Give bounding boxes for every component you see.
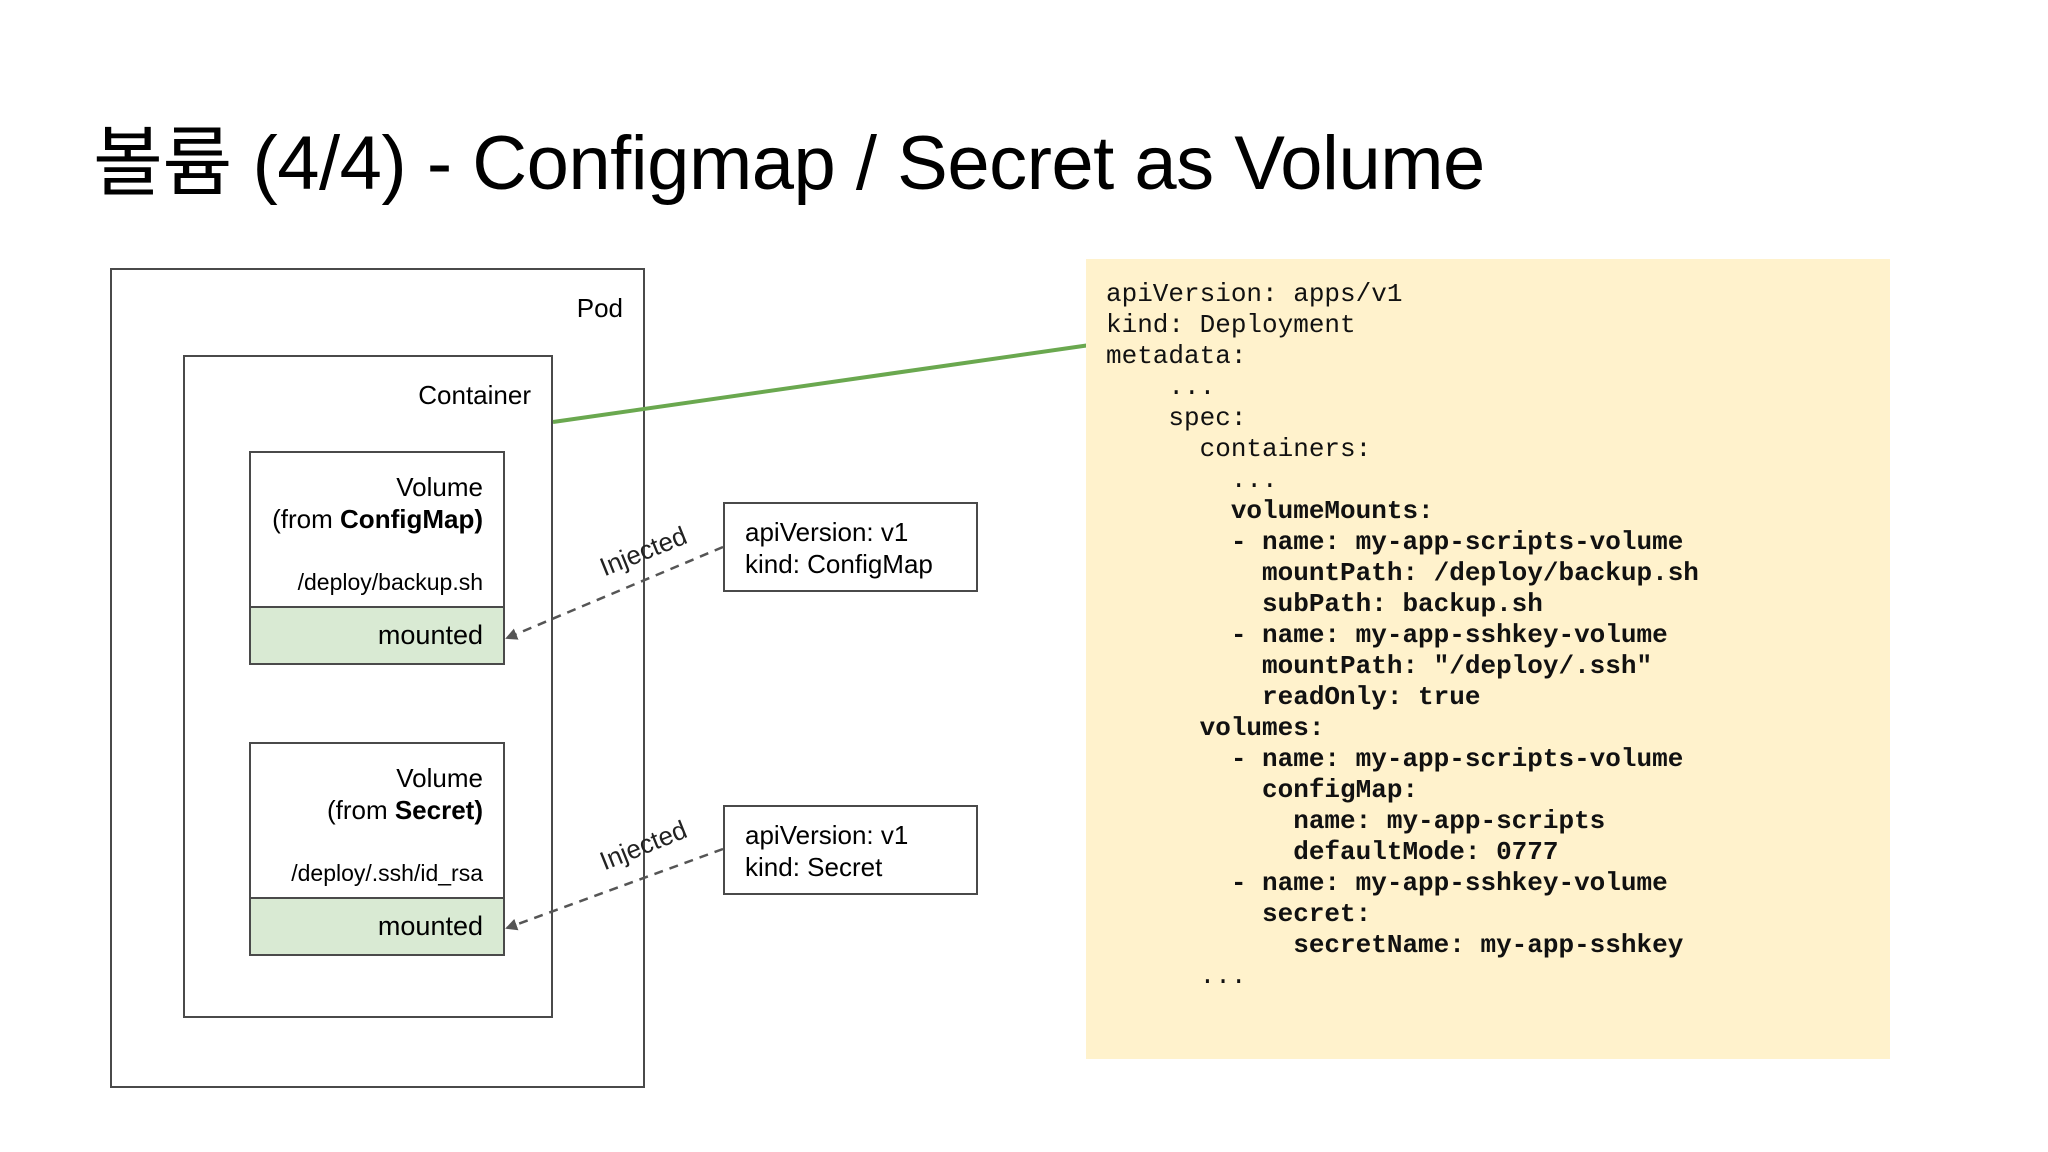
volume-title: Volume	[396, 472, 483, 502]
mounted-badge: mounted	[249, 606, 505, 665]
pod-label: Pod	[576, 293, 623, 323]
slide-title: 볼륨 (4/4) - Configmap / Secret as Volume	[93, 121, 1485, 206]
yaml-line: metadata:	[1106, 341, 1247, 371]
configmap-resource-box: apiVersion: v1 kind: ConfigMap	[723, 502, 978, 592]
yaml-line: - name: my-app-sshkey-volume	[1106, 868, 1668, 898]
volume-source: ConfigMap)	[340, 504, 483, 534]
yaml-line: ...	[1106, 465, 1278, 495]
yaml-line: containers:	[1106, 434, 1372, 464]
yaml-line: mountPath: "/deploy/.ssh"	[1106, 651, 1653, 681]
resource-api-version: apiVersion: v1	[745, 517, 909, 547]
mounted-badge: mounted	[249, 897, 505, 956]
volume-source: Secret)	[394, 795, 483, 825]
resource-api-version: apiVersion: v1	[745, 820, 909, 850]
volume-path: /deploy/.ssh/id_rsa	[291, 860, 483, 886]
volume-from-prefix: (from	[326, 795, 395, 825]
container-label: Container	[418, 380, 531, 410]
secret-resource-box: apiVersion: v1 kind: Secret	[723, 805, 978, 895]
yaml-line: ...	[1106, 961, 1247, 991]
volume-secret: Volume (from Secret) /deploy/.ssh/id_rsa…	[249, 742, 505, 956]
yaml-line: mountPath: /deploy/backup.sh	[1106, 558, 1699, 588]
yaml-line: spec:	[1106, 403, 1247, 433]
secret-injected-arrow	[505, 847, 724, 931]
volume-path: /deploy/backup.sh	[297, 569, 483, 595]
volume-configmap: Volume (from ConfigMap) /deploy/backup.s…	[249, 451, 505, 665]
yaml-line: apiVersion: apps/v1	[1106, 279, 1403, 309]
yaml-line: readOnly: true	[1106, 682, 1481, 712]
volume-title: Volume	[396, 763, 483, 793]
resource-kind: kind: ConfigMap	[745, 549, 933, 579]
resource-kind: kind: Secret	[745, 852, 883, 882]
yaml-line: - name: my-app-scripts-volume	[1106, 744, 1684, 774]
yaml-line: kind: Deployment	[1106, 310, 1356, 340]
yaml-line: secretName: my-app-sshkey	[1106, 930, 1684, 960]
yaml-line: - name: my-app-scripts-volume	[1106, 527, 1684, 557]
yaml-line: configMap:	[1106, 775, 1419, 805]
yaml-line: - name: my-app-sshkey-volume	[1106, 620, 1668, 650]
volume-from-prefix: (from	[272, 504, 341, 534]
yaml-line: defaultMode: 0777	[1106, 837, 1559, 867]
yaml-line: secret:	[1106, 899, 1372, 929]
yaml-line: name: my-app-scripts	[1106, 806, 1606, 836]
yaml-line: ...	[1106, 372, 1216, 402]
yaml-line: subPath: backup.sh	[1106, 589, 1543, 619]
container-to-yaml-line	[552, 343, 1091, 424]
yaml-line: volumes:	[1106, 713, 1325, 743]
configmap-injected-arrow	[505, 545, 724, 640]
yaml-line: volumeMounts:	[1106, 496, 1434, 526]
